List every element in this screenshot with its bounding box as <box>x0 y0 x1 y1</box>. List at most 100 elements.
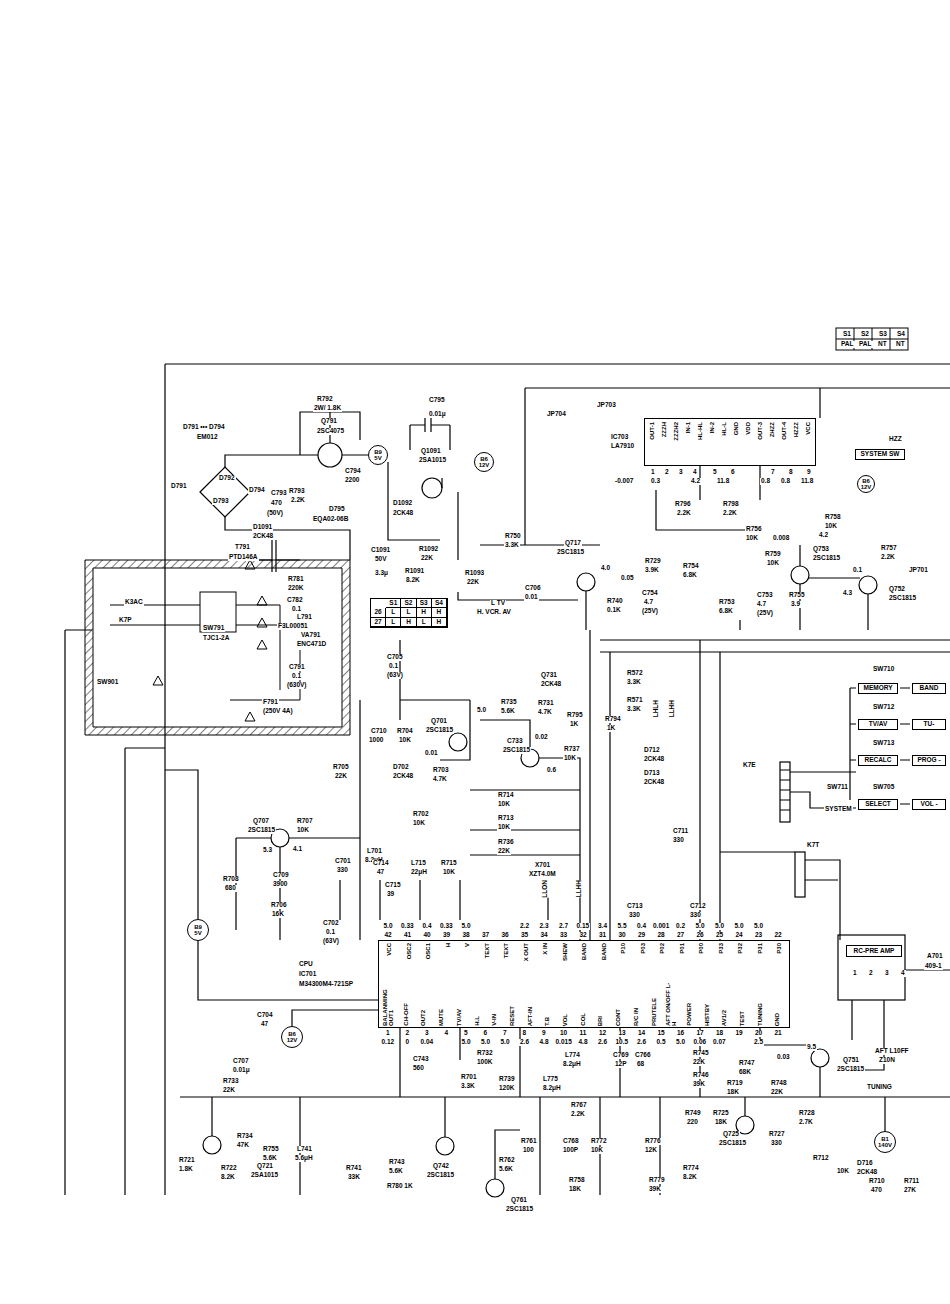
part-label: 470 <box>270 500 283 507</box>
node-text: H <box>432 608 447 617</box>
part-label: 25 <box>715 932 724 939</box>
part-label: 0.4 <box>422 923 433 930</box>
node-text: VCC <box>805 422 811 435</box>
part-label: 40 <box>423 932 432 939</box>
node-text: 12V <box>287 1037 298 1043</box>
node-text: HISTBY <box>704 1004 710 1026</box>
part-label: 39 <box>386 891 395 898</box>
part-label: R796 <box>674 501 692 508</box>
part-label: 68K <box>738 1069 752 1076</box>
part-label: 6.8K <box>682 572 698 579</box>
part-label: R722 <box>220 1165 238 1172</box>
part-label: 10K <box>442 869 456 876</box>
part-label: 9 <box>806 469 812 476</box>
part-label: C768 <box>562 1138 580 1145</box>
part-label: 2SC1815 <box>812 555 841 562</box>
part-label: SW791 <box>202 625 225 632</box>
part-label: D713 <box>643 770 661 777</box>
part-label: C707 <box>232 1058 250 1065</box>
voltage-circle: B1140V <box>874 1131 896 1153</box>
part-label: C711 <box>672 828 689 835</box>
part-label: 2CK48 <box>856 1169 878 1176</box>
part-label: 10K <box>563 755 577 762</box>
part-label: 2SA1015 <box>250 1172 279 1179</box>
part-label: 0.03 <box>776 1054 791 1061</box>
part-label: 39K <box>648 1186 662 1193</box>
part-label: 220 <box>686 1119 699 1126</box>
node-text: COL <box>580 1013 586 1026</box>
node-text: PRUTELE <box>651 998 657 1026</box>
part-label: R762 <box>498 1157 516 1164</box>
part-label: 4.8 <box>539 1039 550 1046</box>
part-label: HZZ <box>888 436 903 443</box>
part-label: C793 <box>270 490 288 497</box>
part-label: 22K <box>222 1087 236 1094</box>
node-text: HL-L <box>721 422 727 436</box>
node-text: MEMORY <box>863 685 892 692</box>
part-label: 10K <box>824 523 838 530</box>
part-label: 23 <box>754 932 763 939</box>
part-label: 2.2K <box>880 554 896 561</box>
part-label: 3900 <box>272 881 288 888</box>
part-label: R706 <box>270 902 288 909</box>
part-label: A701 <box>926 953 944 960</box>
node-text: CH-OFF <box>403 1003 409 1026</box>
part-label: 2W/ 1.8K <box>313 405 342 412</box>
part-label: 5 <box>712 469 718 476</box>
part-label: 13 <box>618 1030 627 1037</box>
part-label: R767 <box>570 1102 588 1109</box>
part-label: 8.2K <box>220 1174 236 1181</box>
part-label: 2.6 <box>636 1039 647 1046</box>
part-label: 15 <box>657 1030 666 1037</box>
node-text: B1 <box>881 1136 889 1142</box>
part-label: (50V) <box>266 510 284 517</box>
part-label: D795 <box>328 506 346 513</box>
part-label: TJC1-2A <box>202 635 230 642</box>
part-label: Q1091 <box>420 448 442 455</box>
part-label: 34 <box>540 932 549 939</box>
node-text: VOL - <box>920 801 937 808</box>
part-label: D794 <box>248 487 266 494</box>
part-label: L775 <box>542 1076 559 1083</box>
part-label: 5.0 <box>753 923 764 930</box>
node-text: HL-HL <box>697 422 703 440</box>
part-label: R740 <box>606 598 624 605</box>
node-text: H.L <box>474 1016 480 1026</box>
part-label: D791 <box>170 483 188 490</box>
node-text: S1 <box>386 599 401 608</box>
part-label: 560 <box>412 1065 425 1072</box>
part-label: K7E <box>742 762 757 769</box>
part-label: 24 <box>735 932 744 939</box>
node-text: HZZZ <box>793 422 799 437</box>
part-label: 10K <box>745 535 759 542</box>
part-label: 2.7K <box>798 1119 814 1126</box>
node-text: B6 <box>862 478 870 484</box>
part-label: 0.001 <box>652 923 670 930</box>
part-label: Q752 <box>888 586 906 593</box>
part-label: Q791 <box>320 418 338 425</box>
part-label: 12 <box>598 1030 607 1037</box>
part-label: SW711 <box>826 784 849 791</box>
part-label: TUNING <box>866 1084 893 1091</box>
part-label: R1092 <box>418 546 439 553</box>
part-label: 4.2 <box>818 532 829 539</box>
node-text: BAND <box>920 685 939 692</box>
part-label: 5.6K <box>262 1155 278 1162</box>
part-label: 5.0 <box>695 923 706 930</box>
part-label: 6.8K <box>718 608 734 615</box>
part-label: C704 <box>256 1012 274 1019</box>
part-label: R779 <box>648 1177 666 1184</box>
part-label: 12P <box>614 1061 628 1068</box>
part-label: 4.0 <box>600 565 611 572</box>
part-label: C743 <box>412 1056 430 1063</box>
part-label: S3 <box>878 331 888 338</box>
part-label: R703 <box>432 767 450 774</box>
part-label: SW901 <box>96 679 119 686</box>
part-label: R707 <box>296 818 314 825</box>
part-label: 14 <box>637 1030 646 1037</box>
node-text: TV/AV <box>456 1009 462 1026</box>
part-label: 5.0 <box>734 923 745 930</box>
